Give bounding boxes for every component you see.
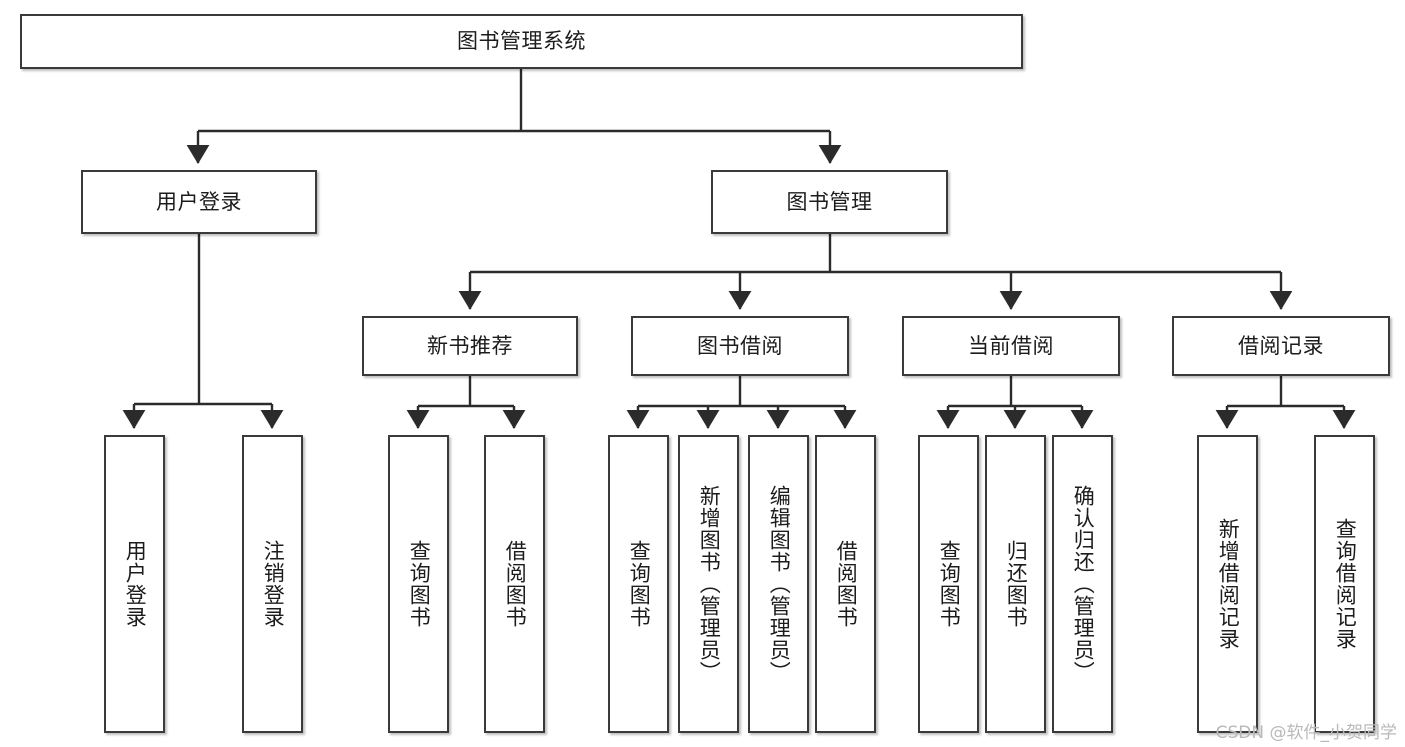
node-leaf-query-book-2[interactable]: 查询图书 [608, 435, 669, 733]
node-leaf-query-record-label: 查询借阅记录 [1333, 518, 1358, 650]
node-user-login[interactable]: 用户登录 [81, 170, 317, 234]
node-leaf-borrow-book-1[interactable]: 借阅图书 [484, 435, 545, 733]
node-borrow-record[interactable]: 借阅记录 [1172, 316, 1390, 376]
node-user-login-label: 用户登录 [156, 189, 242, 214]
node-leaf-add-book[interactable]: 新增图书（管理员） [678, 435, 739, 733]
node-leaf-logout-login[interactable]: 注销登录 [242, 435, 303, 733]
node-current-borrow-label: 当前借阅 [968, 333, 1054, 358]
node-leaf-user-login[interactable]: 用户登录 [104, 435, 165, 733]
node-root-label: 图书管理系统 [457, 29, 586, 54]
node-leaf-query-record[interactable]: 查询借阅记录 [1314, 435, 1375, 733]
node-new-book-rec-label: 新书推荐 [427, 333, 513, 358]
node-leaf-add-record-label: 新增借阅记录 [1216, 518, 1241, 650]
node-leaf-add-book-label: 新增图书（管理员） [697, 485, 722, 683]
node-leaf-query-book-1[interactable]: 查询图书 [388, 435, 449, 733]
node-leaf-borrow-book-2[interactable]: 借阅图书 [815, 435, 876, 733]
node-root[interactable]: 图书管理系统 [20, 14, 1023, 69]
watermark: CSDN @软件_小贺同学 [1215, 723, 1397, 743]
node-leaf-borrow-book-2-label: 借阅图书 [834, 540, 859, 628]
node-leaf-borrow-book-1-label: 借阅图书 [503, 540, 528, 628]
node-book-borrow[interactable]: 图书借阅 [631, 316, 849, 376]
node-leaf-query-book-1-label: 查询图书 [407, 540, 432, 628]
node-borrow-record-label: 借阅记录 [1238, 333, 1324, 358]
node-book-borrow-label: 图书借阅 [697, 333, 783, 358]
node-leaf-query-book-3[interactable]: 查询图书 [918, 435, 979, 733]
node-leaf-query-book-3-label: 查询图书 [937, 540, 962, 628]
node-book-manage[interactable]: 图书管理 [711, 170, 948, 234]
node-leaf-confirm-return[interactable]: 确认归还（管理员） [1052, 435, 1113, 733]
node-leaf-return-book-label: 归还图书 [1004, 540, 1029, 628]
node-book-manage-label: 图书管理 [786, 189, 873, 214]
node-leaf-user-login-label: 用户登录 [123, 540, 148, 628]
node-leaf-edit-book-label: 编辑图书（管理员） [767, 485, 792, 683]
node-new-book-rec[interactable]: 新书推荐 [362, 316, 578, 376]
node-leaf-return-book[interactable]: 归还图书 [985, 435, 1046, 733]
node-leaf-query-book-2-label: 查询图书 [627, 540, 652, 628]
node-leaf-logout-login-label: 注销登录 [261, 540, 286, 628]
node-leaf-edit-book[interactable]: 编辑图书（管理员） [748, 435, 809, 733]
node-current-borrow[interactable]: 当前借阅 [902, 316, 1120, 376]
node-leaf-confirm-return-label: 确认归还（管理员） [1071, 485, 1096, 683]
node-leaf-add-record[interactable]: 新增借阅记录 [1197, 435, 1258, 733]
